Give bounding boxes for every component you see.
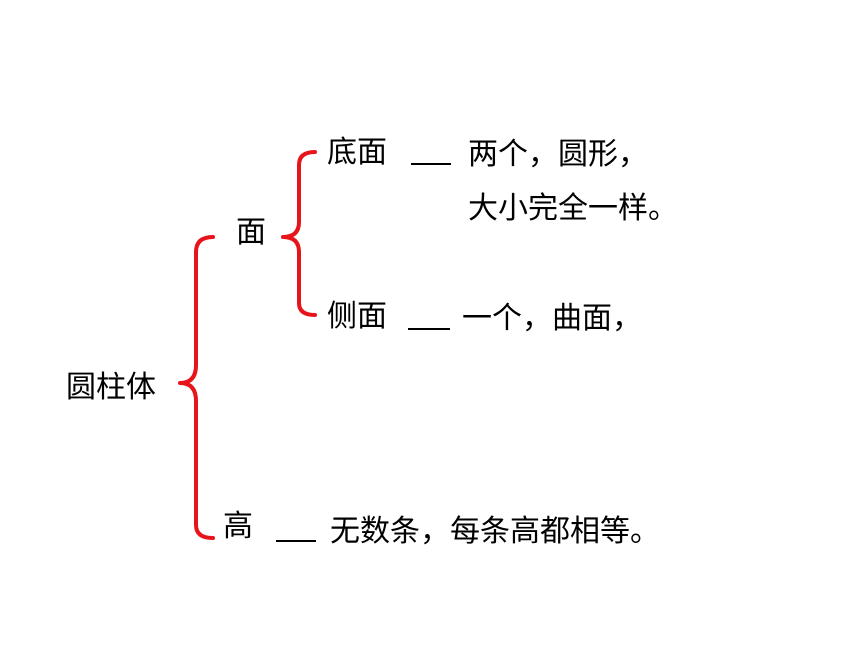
bottom-face-desc-line2: 大小完全一样。	[468, 191, 678, 226]
side-face-label: 侧面	[327, 299, 387, 334]
face-brace	[281, 150, 317, 317]
bottom-face-label: 底面	[327, 135, 387, 170]
root-brace	[178, 235, 215, 540]
side-face-desc: 一个，曲面，	[462, 301, 642, 336]
side-face-dash	[408, 328, 450, 330]
bottom-face-desc-line1: 两个，圆形，	[468, 137, 648, 172]
bottom-face-dash	[411, 163, 451, 165]
height-desc: 无数条，每条高都相等。	[330, 514, 660, 549]
height-label: 高	[223, 509, 253, 544]
height-dash	[276, 540, 316, 542]
face-label: 面	[236, 215, 266, 250]
root-label: 圆柱体	[66, 370, 156, 405]
